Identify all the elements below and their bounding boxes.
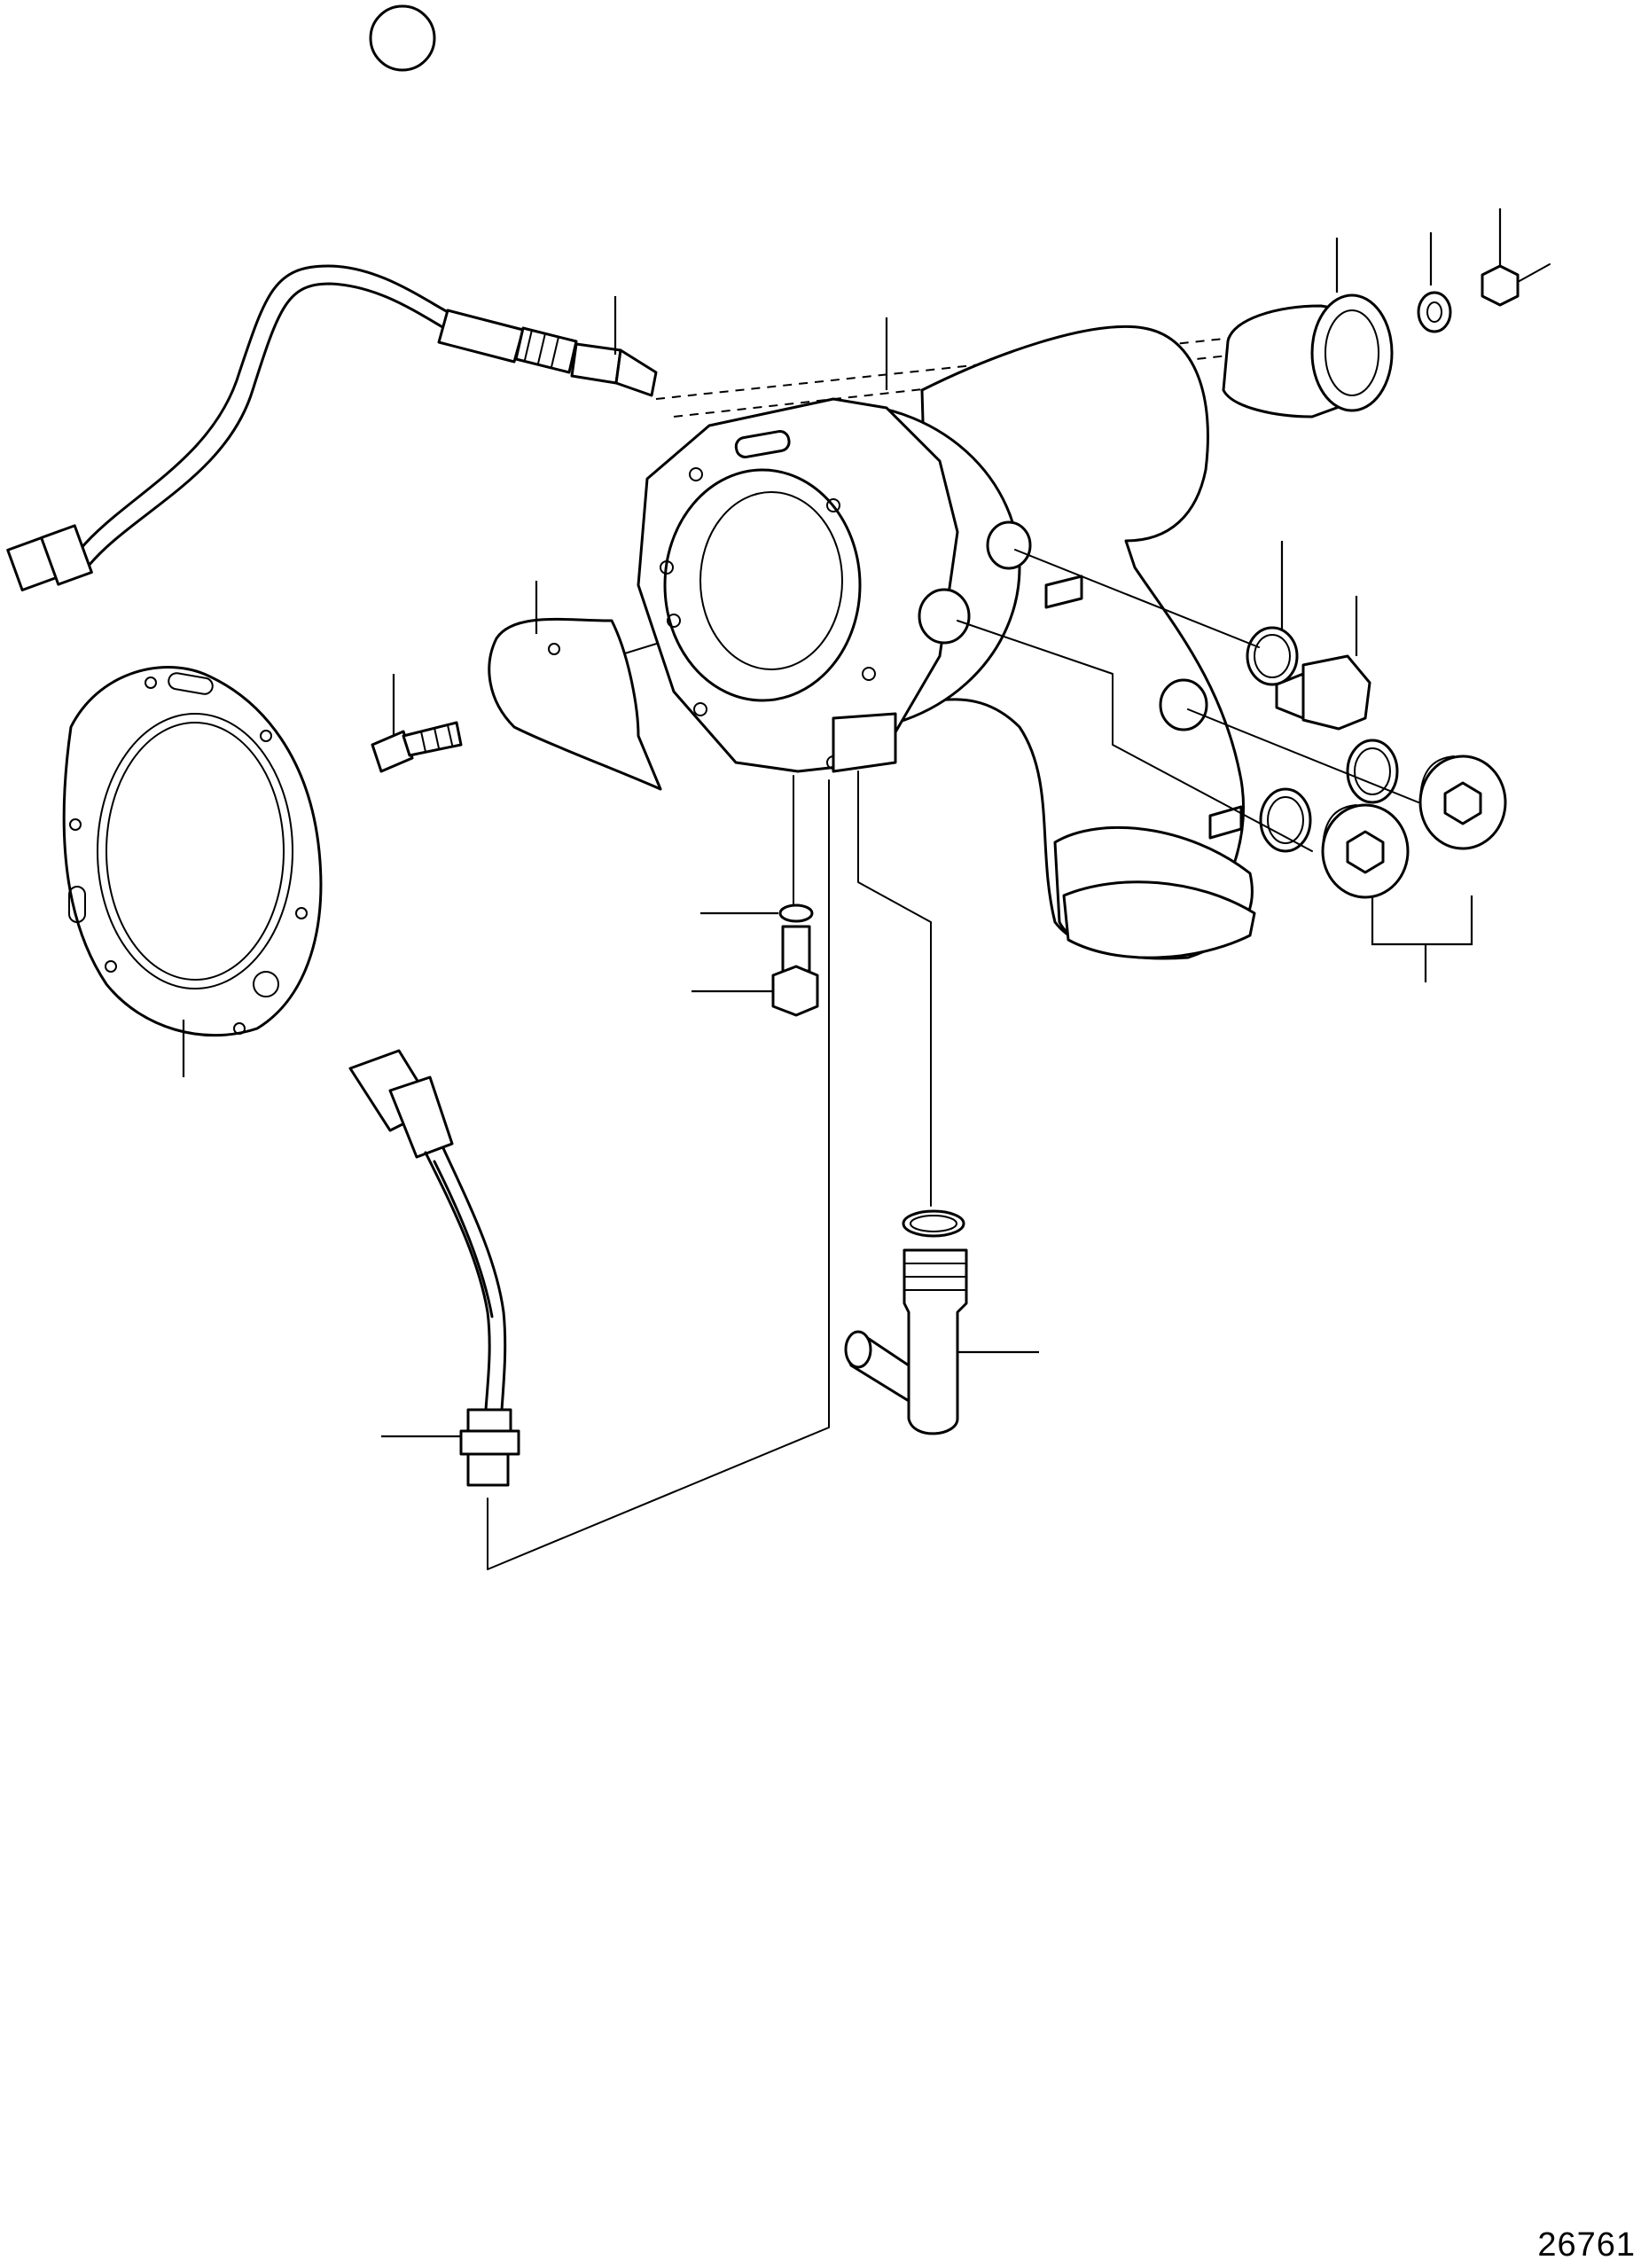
- heat-shield-plate: [488, 617, 662, 791]
- flange-gasket: [62, 666, 323, 1037]
- assembly-line-temp-sensor: [487, 779, 830, 1570]
- o-ring-upper: [1246, 626, 1299, 686]
- oxygen-sensor-with-cable: [6, 264, 658, 591]
- socket-plug-left: [1321, 803, 1410, 899]
- leader-socket-plugs-bracket: [1371, 895, 1473, 946]
- exhaust-elbow-housing: [637, 325, 1256, 960]
- assembly-line-drain: [1014, 549, 1260, 648]
- t-fitting-o-ring: [902, 1209, 965, 1238]
- drain-plug-hex: [1275, 654, 1371, 731]
- drawing-number: 26761: [1537, 2226, 1636, 2264]
- assembly-line-right-plug: [1187, 708, 1419, 803]
- sensor-fitting: [771, 925, 819, 1017]
- reference-marker-circle: [369, 4, 436, 72]
- stud-end: [1517, 263, 1551, 283]
- washer-small: [1417, 291, 1452, 333]
- t-fitting: [844, 1248, 968, 1435]
- temperature-sensor-with-cable: [348, 1049, 520, 1487]
- assembly-line-t-fitting: [857, 770, 932, 1207]
- nut-small: [1481, 264, 1520, 307]
- o-ring-lower-left: [1259, 787, 1312, 853]
- centerline-top: [655, 336, 1242, 400]
- socket-plug-right: [1418, 755, 1507, 850]
- assembly-line-left-plug: [957, 620, 1313, 852]
- o-ring-lower-right: [1346, 739, 1399, 804]
- fitting-washer: [778, 903, 814, 923]
- shield-screw: [371, 721, 463, 773]
- end-cap-plug: [1222, 293, 1394, 418]
